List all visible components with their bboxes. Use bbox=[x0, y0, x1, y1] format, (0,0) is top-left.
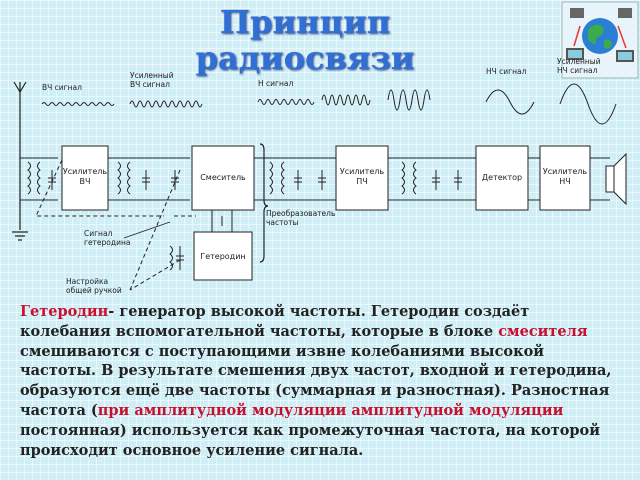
superheterodyne-diagram: ВЧ сигнал Усиленный ВЧ сигнал Н сигнал Н… bbox=[12, 57, 627, 295]
wave-label-lf-amp-line2: НЧ сигнал bbox=[557, 66, 598, 75]
tuning-label-2: общей ручкой bbox=[66, 286, 122, 295]
block-if-amplifier bbox=[335, 145, 389, 211]
wave-label-hf: Н сигнал bbox=[258, 79, 293, 88]
waveform-mixed bbox=[321, 94, 371, 106]
text-part-2: - генератор высокой частоты. Гетеродин с… bbox=[20, 303, 530, 340]
waveform-if bbox=[257, 99, 315, 105]
converter-brace bbox=[259, 143, 269, 263]
block-mixer bbox=[191, 145, 255, 211]
block-detector-label: Детектор bbox=[482, 173, 522, 182]
block-oscillator-label: Гетеродин bbox=[200, 252, 245, 261]
lo-signal-label-2: гетеродина bbox=[84, 238, 130, 247]
description-paragraph: Гетеродин- генератор высокой частоты. Ге… bbox=[20, 302, 624, 460]
globe-computer-icon bbox=[561, 1, 639, 79]
block-lf-amp-label-2: НЧ bbox=[559, 177, 571, 186]
waveform-if-amplified bbox=[387, 89, 431, 111]
tuning-label-1: Настройка bbox=[66, 277, 108, 286]
page-title: Принцип радиосвязи bbox=[150, 4, 460, 76]
antenna-icon bbox=[13, 81, 27, 230]
title-line-1: Принцип bbox=[219, 3, 391, 41]
title-line-2: радиосвязи bbox=[195, 39, 415, 77]
wave-label-rf: ВЧ сигнал bbox=[42, 83, 82, 92]
waveform-rf-amplified bbox=[129, 100, 203, 108]
term-mixer: смесителя bbox=[498, 322, 588, 340]
wave-label-rf-amp-line2: ВЧ сигнал bbox=[130, 80, 170, 89]
block-rf-amp-label-1: Усилитель bbox=[63, 167, 107, 176]
wave-label-lf-amp-line1: Усиленный bbox=[557, 57, 601, 66]
block-oscillator bbox=[193, 231, 253, 281]
lo-signal-label-1: Сигнал bbox=[84, 229, 113, 238]
waveform-rf bbox=[41, 102, 115, 106]
block-if-amp-label-2: ПЧ bbox=[356, 177, 368, 186]
wave-label-rf-amp-line1: Усиленный bbox=[130, 71, 174, 80]
waveform-lf bbox=[485, 89, 535, 115]
speaker-icon bbox=[605, 152, 627, 206]
block-if-amp-label-1: Усилитель bbox=[340, 167, 384, 176]
block-lf-amp-label-1: Усилитель bbox=[543, 167, 587, 176]
block-rf-amp-label-2: ВЧ bbox=[80, 177, 91, 186]
converter-label-1: Преобразователь bbox=[266, 209, 335, 218]
block-detector bbox=[475, 145, 529, 211]
ground-icon bbox=[12, 231, 28, 241]
block-rf-amplifier bbox=[61, 145, 109, 211]
term-am: при амплитудной модуляции амплитудной мо… bbox=[97, 401, 564, 419]
wave-label-lf: НЧ сигнал bbox=[486, 67, 527, 76]
block-lf-amplifier bbox=[539, 145, 591, 211]
term-heterodyne: Гетеродин bbox=[20, 303, 109, 320]
text-part-4: смешиваются с поступающими извне колебан… bbox=[20, 342, 612, 419]
converter-label-2: частоты bbox=[266, 218, 298, 227]
waveform-lf-amplified bbox=[559, 83, 617, 125]
block-mixer-label: Смеситель bbox=[200, 173, 246, 182]
text-part-6: постоянная) используется как промежуточн… bbox=[20, 421, 600, 459]
